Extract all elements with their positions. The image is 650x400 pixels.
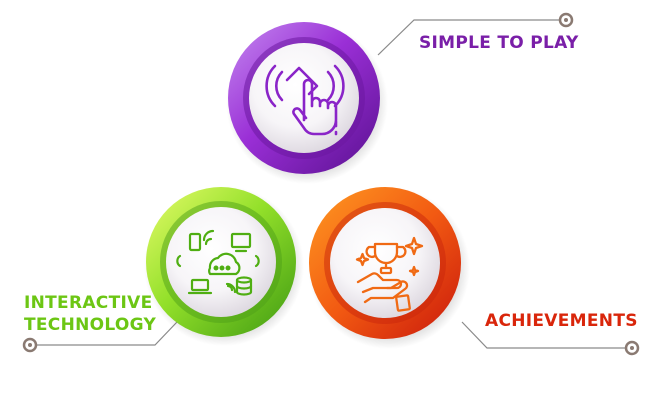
circle-interactive-technology bbox=[144, 186, 304, 346]
interactive-technology-line-2: TECHNOLOGY bbox=[24, 315, 157, 335]
trophy-hand-icon bbox=[355, 236, 424, 312]
connector-tech bbox=[30, 321, 178, 346]
interactive-technology-label: INTERACTIVE TECHNOLOGY bbox=[24, 292, 156, 336]
circle-simple-to-play bbox=[226, 22, 388, 184]
interactive-technology-line-1: INTERACTIVE bbox=[24, 293, 153, 313]
achievements-label: ACHIEVEMENTS bbox=[485, 311, 638, 331]
network-devices-icon bbox=[176, 229, 260, 296]
simple-to-play-label: SIMPLE TO PLAY bbox=[419, 33, 579, 53]
connector-ach bbox=[461, 321, 632, 349]
tap-hand-icon bbox=[265, 64, 345, 136]
connector-simple bbox=[377, 19, 566, 56]
